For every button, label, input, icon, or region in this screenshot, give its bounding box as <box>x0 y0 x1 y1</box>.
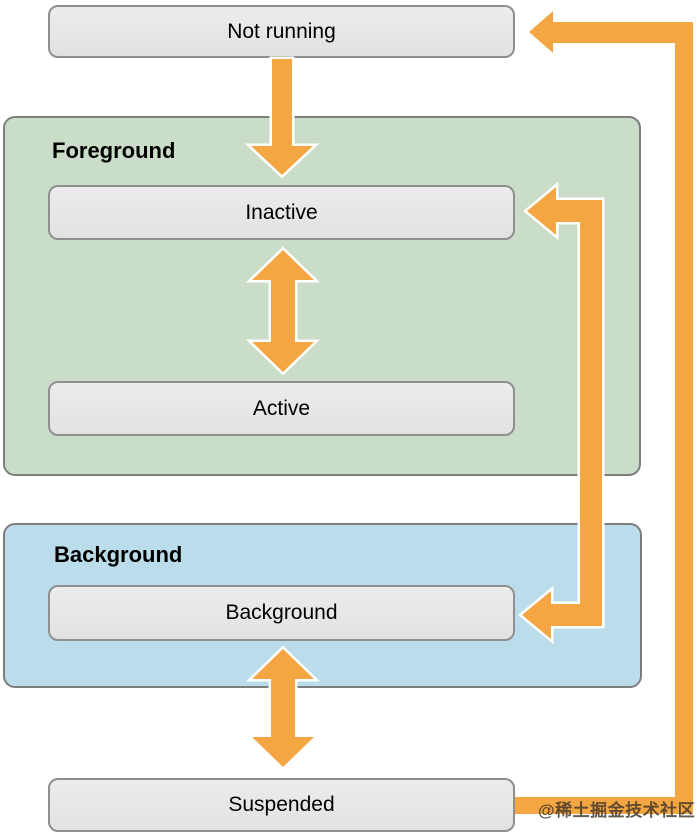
node-inactive: Inactive <box>48 185 515 240</box>
node-active-label: Active <box>252 396 311 420</box>
node-active: Active <box>48 381 515 436</box>
node-suspended: Suspended <box>48 778 515 832</box>
node-not-running: Not running <box>48 5 515 58</box>
panel-background-label: Background <box>54 542 183 567</box>
node-background: Background <box>48 585 515 641</box>
node-suspended-label: Suspended <box>228 793 335 816</box>
node-inactive-label: Inactive <box>245 200 318 224</box>
node-background-label: Background <box>225 601 338 624</box>
node-not-running-label: Not running <box>227 19 336 43</box>
panel-foreground-label: Foreground <box>52 138 176 163</box>
watermark: @稀土掘金技术社区 <box>538 801 696 820</box>
